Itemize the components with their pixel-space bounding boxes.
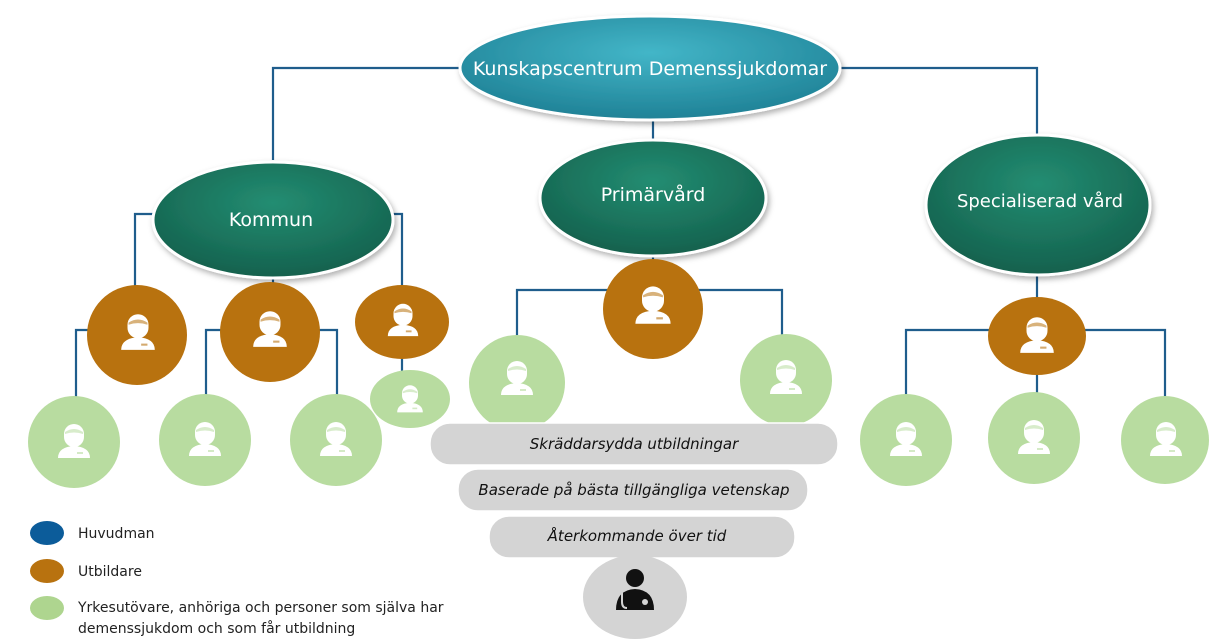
specialiserad-label: Specialiserad vård: [957, 191, 1123, 212]
learner-kommun-1: [28, 396, 120, 488]
learner-spec-1: [860, 394, 952, 486]
kommun-node: Kommun: [151, 160, 395, 280]
learner-spec-2: [988, 392, 1080, 484]
legend: Huvudman Utbildare Yrkesutövare, anhörig…: [30, 521, 444, 637]
primarvard-node: Primärvård: [538, 138, 768, 258]
legend-swatch-huvudman: [30, 521, 64, 545]
learner-primarvard-2: [740, 334, 832, 426]
funnel-text-3: Återkommande över tid: [547, 526, 727, 545]
legend-swatch-utbildare: [30, 559, 64, 583]
connector-edu2-learners: [204, 328, 339, 410]
educator-nodes: [87, 259, 1086, 385]
connector-root-kommun: [271, 66, 460, 160]
learner-kommun-3: [290, 394, 382, 486]
funnel-bar-1: [429, 422, 839, 466]
root-node: Kunskapscentrum Demenssjukdomar: [458, 14, 842, 122]
legend-label-huvudman: Huvudman: [78, 526, 155, 542]
legend-utbildare: Utbildare: [30, 559, 142, 583]
kommun-label: Kommun: [229, 209, 313, 231]
funnel: Skräddarsydda utbildningar Baserade på b…: [429, 422, 839, 639]
legend-learners: Yrkesutövare, anhöriga och personer som …: [30, 596, 444, 637]
root-label: Kunskapscentrum Demenssjukdomar: [473, 58, 827, 80]
learner-primarvard-1: [469, 335, 565, 431]
learner-kommun-4: [370, 370, 450, 428]
legend-label-utbildare: Utbildare: [78, 564, 142, 580]
educator-specialiserad: [988, 297, 1086, 375]
legend-swatch-learners: [30, 596, 64, 620]
connector-root-specialiserad: [840, 66, 1039, 160]
primarvard-label: Primärvård: [601, 183, 706, 206]
connector-edu1-learner: [74, 328, 92, 420]
connector-kommun-right: [392, 212, 404, 295]
funnel-text-1: Skräddarsydda utbildningar: [530, 435, 739, 453]
learner-spec-3: [1121, 396, 1209, 484]
learner-nodes: [28, 334, 1209, 488]
specialiserad-node: Specialiserad vård: [924, 133, 1152, 277]
funnel-bar-2: [457, 468, 809, 512]
doctor-icon: [616, 569, 654, 610]
educator-kommun-2: [220, 282, 320, 382]
learner-kommun-2: [159, 394, 251, 486]
educator-kommun-3: [355, 285, 449, 359]
educator-kommun-1: [87, 285, 187, 385]
educator-primarvard: [603, 259, 703, 359]
legend-label-learners: Yrkesutövare, anhöriga och personer som …: [77, 600, 444, 616]
connector-kommun-left: [133, 212, 160, 305]
legend-huvudman: Huvudman: [30, 521, 155, 545]
doctor-node: [583, 555, 687, 639]
legend-label-learners-line2: demenssjukdom och som får utbildning: [78, 620, 355, 637]
funnel-text-2: Baserade på bästa tillgängliga vetenskap: [478, 481, 789, 499]
